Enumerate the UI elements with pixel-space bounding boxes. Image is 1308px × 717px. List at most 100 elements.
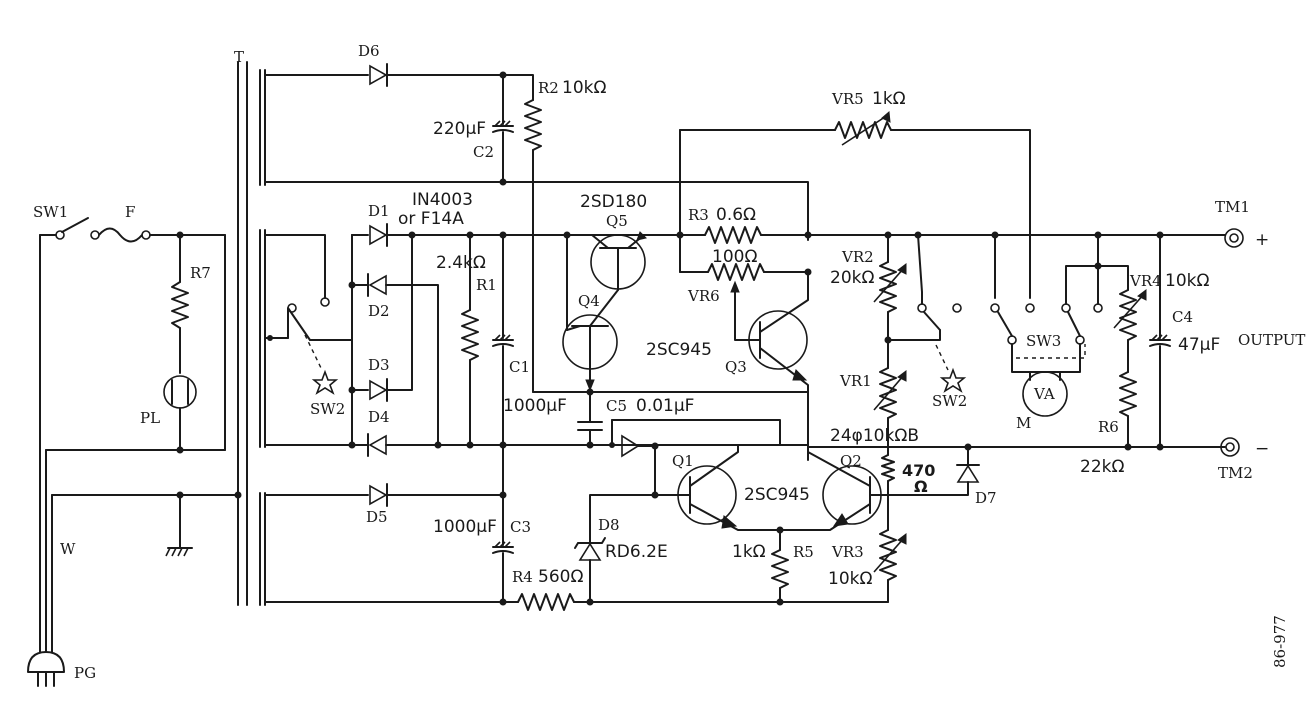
r7-resistor-icon [171,281,189,329]
label-w: W [60,540,76,558]
label-q5-type: 2SD180 [580,192,647,212]
label-diode-type: IN4003 [412,190,473,210]
d3-diode-icon [369,378,388,402]
label-d5: D5 [366,508,388,526]
q5-transistor-icon [590,231,647,291]
label-d2: D2 [368,302,390,320]
r1-resistor-icon [461,309,479,361]
amp-triangle-icon [621,434,640,458]
r3-resistor-icon [704,226,762,244]
label-t: T [234,48,244,66]
pass-transistor-section [532,231,809,449]
c5-capacitor-icon [577,421,603,431]
label-c4: C4 [1172,308,1193,326]
label-sw3: SW3 [1026,332,1061,350]
label-r4-value: 560Ω [538,567,583,587]
label-m: M [1016,414,1031,432]
label-vr2: VR2 [841,248,874,266]
c1-capacitor-icon [492,334,514,347]
negative-aux-section [264,444,889,611]
label-r-100: 100Ω [712,247,757,267]
label-tm2: TM2 [1218,464,1253,482]
label-c5-value: 0.01μF [636,396,694,416]
label-r6-value: 22kΩ [1080,457,1124,477]
pilot-lamp-icon [163,375,197,409]
label-r2: R2 [538,79,559,97]
r6-resistor-icon [1119,371,1137,417]
label-q1: Q1 [672,452,694,470]
q1-transistor-icon [677,444,781,531]
sw2-right-switch-icon [887,234,967,393]
label-vr1-value: 24φ10kΩB [830,426,919,446]
label-q4: Q4 [578,292,600,310]
label-c4-value: 47μF [1178,335,1220,355]
label-c2-value: 220μF [433,119,486,139]
label-r2-value: 10kΩ [562,78,606,98]
tm2-terminal-icon [1220,437,1240,457]
label-vr3-value: 10kΩ [828,569,872,589]
mains-input-section [27,217,242,687]
label-vr5: VR5 [831,90,864,108]
label-r-470-unit: Ω [914,477,928,496]
transformer-t [237,61,266,606]
r-470-resistor-icon [881,454,895,482]
label-vr4-value: 10kΩ [1165,271,1209,291]
label-output: OUTPUT [1238,331,1305,349]
meter-icon [1022,371,1068,417]
label-va: VA [1033,385,1055,403]
label-c1-value: 1000μF [503,396,567,416]
q3-transistor-icon [748,271,809,461]
label-tm1: TM1 [1215,198,1250,216]
label-sw2-left: SW2 [310,400,345,418]
label-r3-value: 0.6Ω [716,205,756,225]
vr5-potentiometer-icon [834,121,892,139]
d5-diode-icon [369,483,388,507]
label-c3: C3 [510,518,531,536]
label-vr3: VR3 [831,543,864,561]
main-rectifier-section [264,223,809,457]
d6-diode-icon [369,63,388,87]
label-pg: PG [74,664,96,682]
c4-capacitor-icon [1149,334,1171,347]
d7-diode-icon [956,464,980,483]
r2-resistor-icon [524,99,542,151]
label-vr1: VR1 [839,372,872,390]
label-r5: R5 [793,543,814,561]
label-vr4: VR4 [1129,272,1162,290]
error-amplifier-section [609,271,889,606]
label-r1-value: 2.4kΩ [436,253,486,273]
c2-capacitor-icon [492,120,514,133]
label-sw1: SW1 [33,203,68,221]
component-labels: T D6 R2 10kΩ 220μF C2 VR5 1kΩ D1 IN4003 … [33,42,1305,682]
label-d8: D8 [598,516,620,534]
figure-number: 86-977 [1271,615,1289,668]
r4-resistor-icon [517,593,575,611]
voltage-setting-section [873,231,980,603]
label-vr2-value: 20kΩ [830,268,874,288]
label-r4: R4 [512,568,533,586]
d4-diode-icon [367,433,387,457]
label-vr5-value: 1kΩ [872,89,906,109]
plug-icon [27,651,65,687]
c3-capacitor-icon [492,541,514,554]
label-pl: PL [140,409,160,427]
label-r-470: 470 [902,461,935,480]
auxiliary-supply-section [264,63,809,393]
q4-transistor-icon [562,289,619,393]
r-100-resistor-icon [707,263,765,281]
label-d3: D3 [368,356,390,374]
d2-diode-icon [367,273,387,297]
label-d7: D7 [975,489,997,507]
d1-diode-icon [369,223,388,247]
label-diode-alt: or F14A [398,209,464,229]
label-r1: R1 [476,276,497,294]
label-c5: C5 [606,397,627,415]
q2-transistor-icon [779,451,889,531]
label-f: F [125,203,135,221]
sw2-left-switch-icon [287,297,339,395]
label-plus: + [1255,230,1269,250]
label-d6: D6 [358,42,380,60]
label-q1q2-type: 2SC945 [744,485,810,505]
vr4-potentiometer-icon [1119,289,1137,341]
